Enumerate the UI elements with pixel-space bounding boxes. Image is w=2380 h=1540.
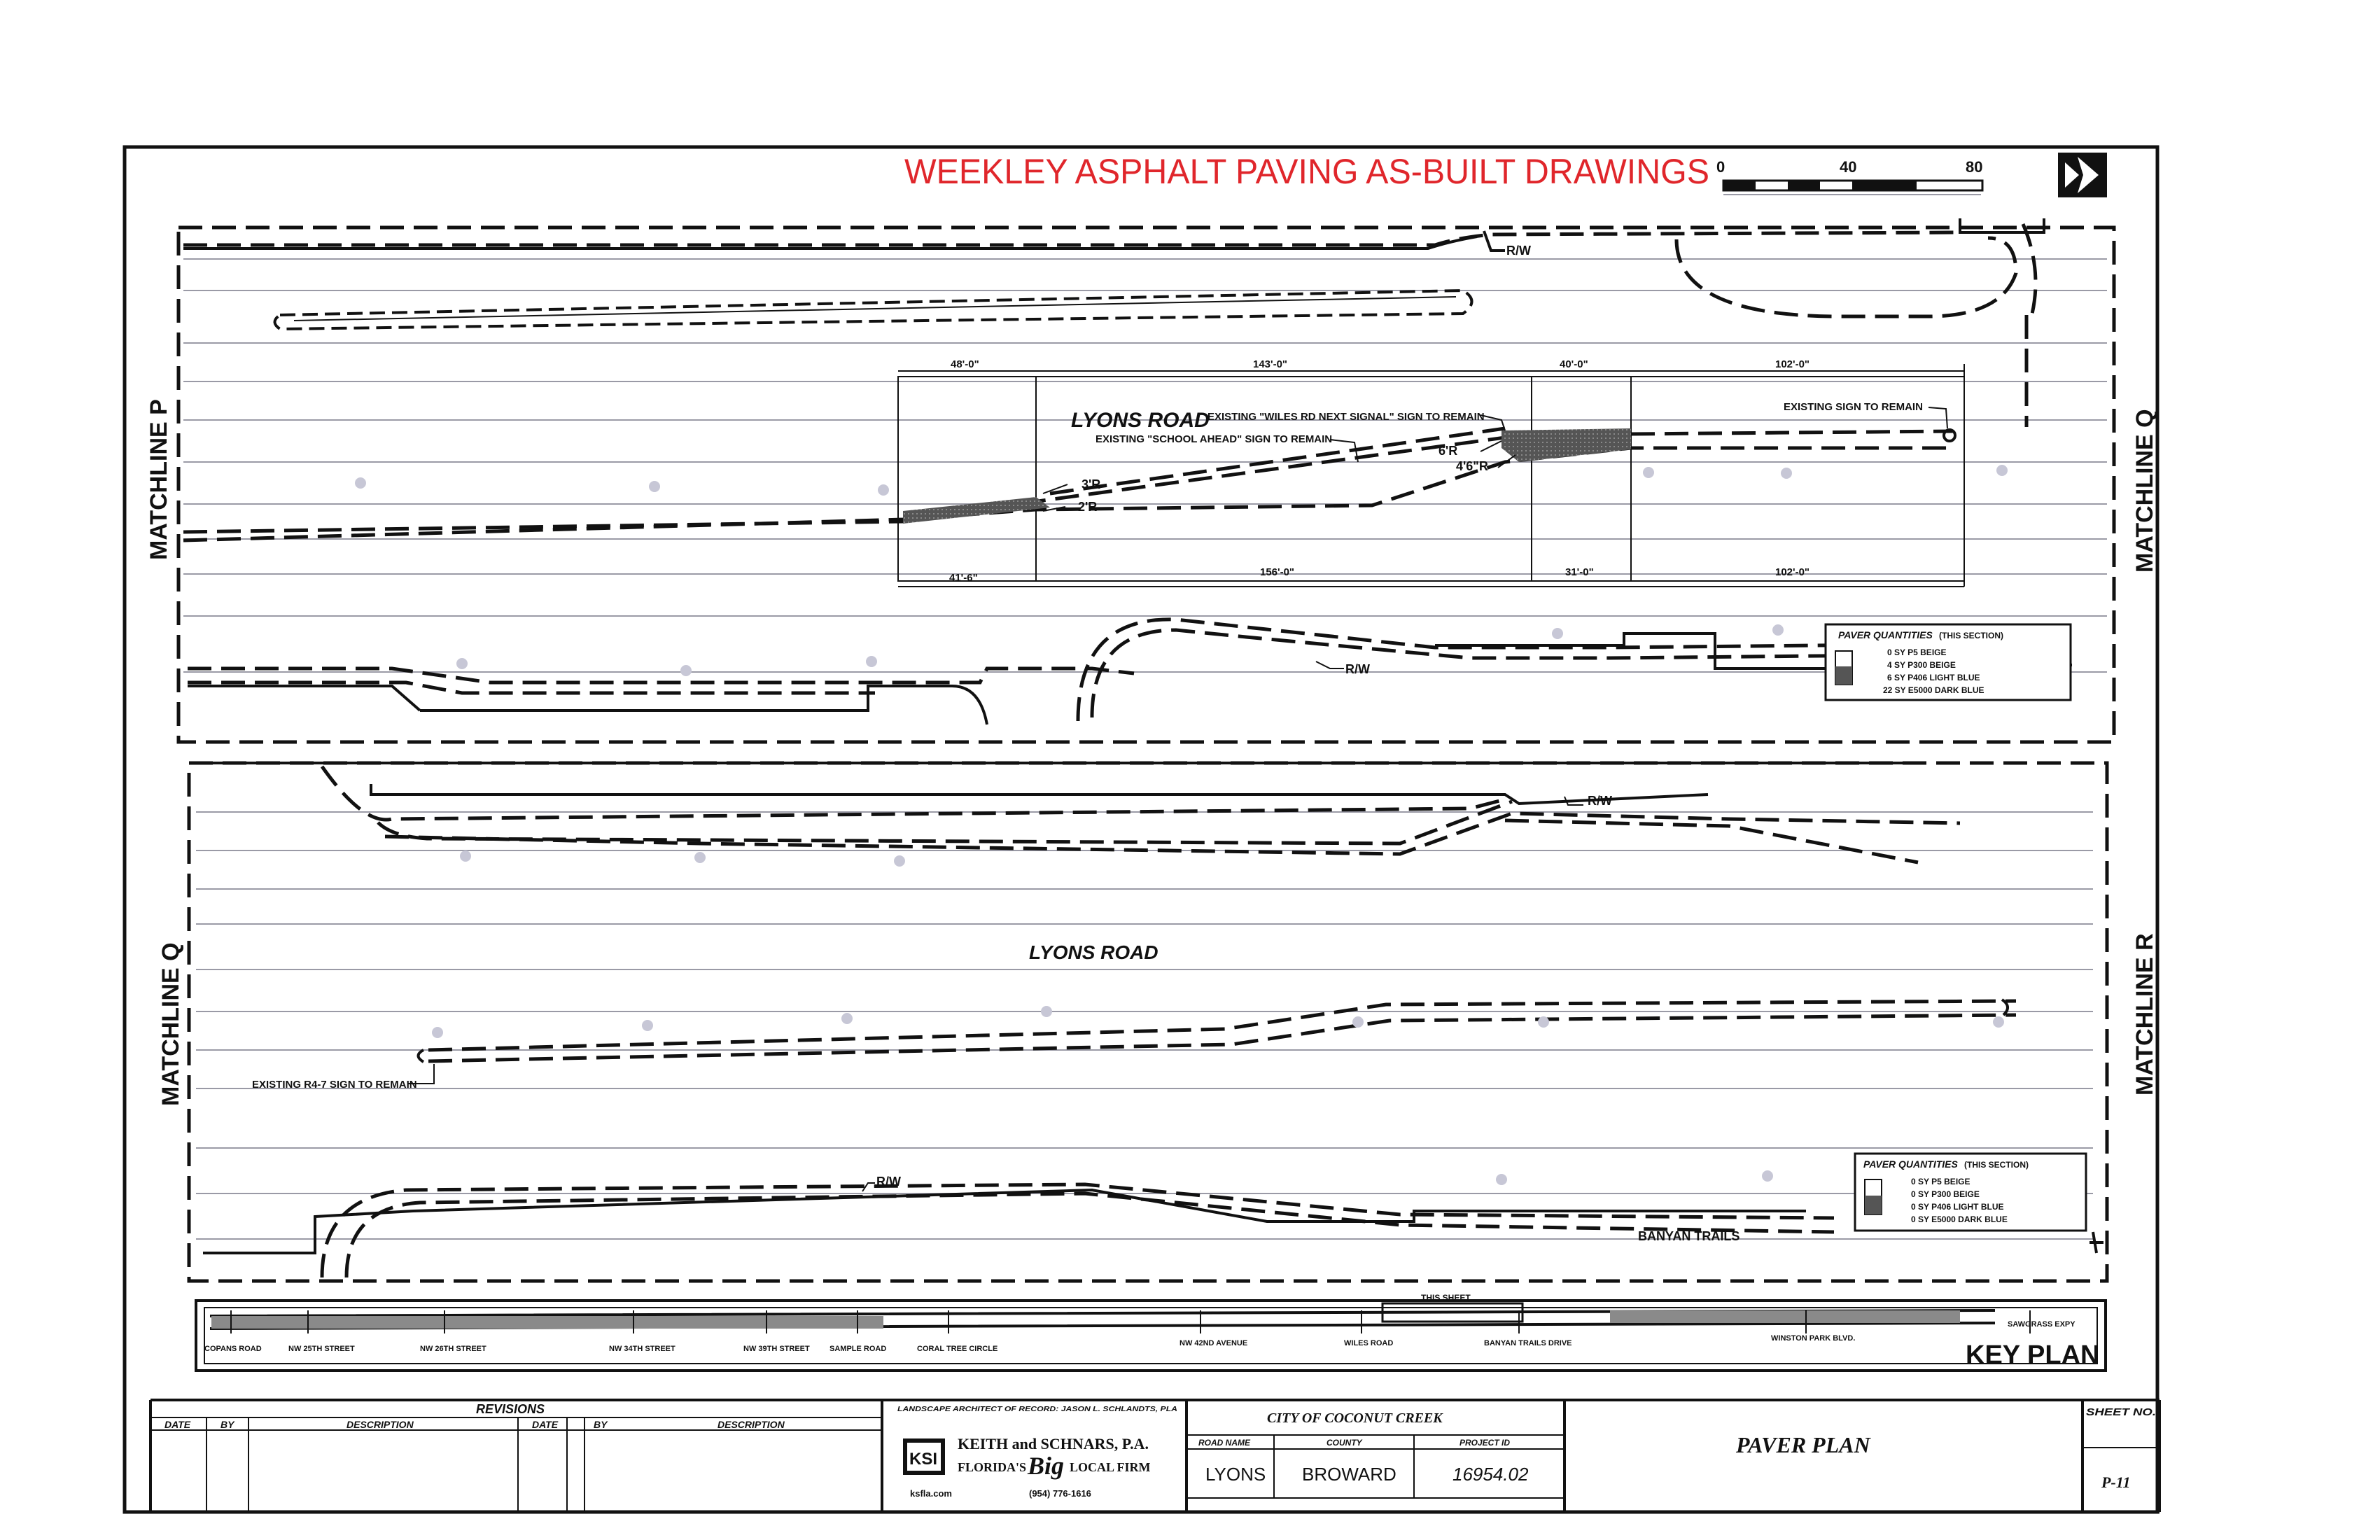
header-road-name: ROAD NAME [1198, 1438, 1251, 1448]
firm-phone: (954) 776-1616 [1029, 1488, 1091, 1499]
scale-max: 80 [1966, 158, 1982, 176]
radius-46r: 4'6"R [1456, 459, 1488, 473]
paver-quantities-top: PAVER QUANTITIES (THIS SECTION) 0 SY P5 … [1824, 623, 2072, 701]
matchline-p: MATCHLINE P [146, 399, 172, 560]
rw-label-south: R/W [1345, 662, 1370, 676]
revisions-title: REVISIONS [476, 1402, 545, 1416]
radius-2r: 2'R [1078, 500, 1097, 514]
quantities-row-3: 6 SY P406 LIGHT BLUE [1887, 673, 1980, 682]
title-block: REVISIONS DATE BY DESCRIPTION DATE BY DE… [149, 1399, 2161, 1513]
this-sheet-label: THIS SHEET [1421, 1293, 1471, 1303]
drawing-title: WEEKLEY ASPHALT PAVING AS-BUILT DRAWINGS [904, 152, 1709, 191]
quantities-row-1: 0 SY P5 BEIGE [1887, 648, 1947, 657]
scale-zero: 0 [1716, 158, 1725, 176]
street-1: COPANS ROAD [204, 1345, 262, 1353]
street-2: NW 25TH STREET [288, 1345, 355, 1353]
note-wiles: EXISTING "WILES RD NEXT SIGNAL" SIGN TO … [1208, 411, 1485, 423]
rev-header-date-1: DATE [164, 1419, 191, 1430]
paver-detail-box [897, 364, 1965, 587]
quantities-title-middle: PAVER QUANTITIES [1863, 1158, 1958, 1170]
dim-bottom-2: 156'-0" [1260, 566, 1294, 578]
key-plan-title: KEY PLAN [1966, 1340, 2099, 1370]
value-road-name: LYONS [1205, 1464, 1266, 1485]
street-11: WINSTON PARK BLVD. [1771, 1334, 1855, 1343]
street-6: SAMPLE ROAD [830, 1345, 886, 1353]
sheet-no-label: SHEET NO. [2086, 1406, 2156, 1418]
quantities-subtitle-middle: (THIS SECTION) [1964, 1160, 2029, 1170]
top-plan-section: R/W 48'-0" 143'-0" 40'-0" 102'-0" 41'-6"… [146, 218, 2158, 744]
dim-top-1: 48'-0" [951, 358, 979, 370]
note-r47: EXISTING R4-7 SIGN TO REMAIN [252, 1079, 417, 1091]
firm-logo-text: KSI [909, 1450, 937, 1469]
rev-header-by-1: BY [220, 1419, 235, 1430]
banyan-trails: BANYAN TRAILS [1638, 1229, 1740, 1243]
matchline-q-left: MATCHLINE Q [158, 942, 184, 1106]
firm-logo: KSI [903, 1438, 945, 1475]
quantities-middle-row-3: 0 SY P406 LIGHT BLUE [1911, 1202, 2004, 1212]
middle-plan-section: R/W LYONS ROAD EXISTING R4-7 SIGN TO REM… [158, 761, 2158, 1283]
rev-header-by-2: BY [594, 1419, 608, 1430]
sheet-number: P-11 [2101, 1474, 2131, 1491]
street-10: BANYAN TRAILS DRIVE [1484, 1339, 1572, 1348]
street-5: NW 39TH STREET [743, 1345, 810, 1353]
quantities-row-2: 4 SY P300 BEIGE [1887, 660, 1956, 670]
plan-title: PAVER PLAN [1735, 1432, 1872, 1457]
rev-header-desc-2: DESCRIPTION [718, 1419, 785, 1430]
architect-of-record: LANDSCAPE ARCHITECT OF RECORD: JASON L. … [897, 1406, 1177, 1413]
dim-top-4: 102'-0" [1775, 358, 1809, 370]
key-plan: THIS SHEET COPANS ROAD NW 25TH STREET NW… [195, 1293, 2107, 1372]
value-project-id: 16954.02 [1452, 1464, 1529, 1485]
firm-name: KEITH and SCHNARS, P.A. [958, 1435, 1149, 1452]
scale-bar: 0 40 80 [1716, 158, 1984, 195]
road-name-top: LYONS ROAD [1071, 409, 1210, 432]
quantities-subtitle-top: (THIS SECTION) [1939, 631, 2003, 640]
street-3: NW 26TH STREET [420, 1345, 486, 1353]
paver-fill-right [1502, 428, 1631, 462]
rw-label-top: R/W [1506, 244, 1531, 258]
dim-top-2: 143'-0" [1253, 358, 1287, 370]
paver-fill-left [903, 497, 1050, 524]
radius-3r: 3'R [1082, 477, 1100, 491]
quantities-middle-row-4: 0 SY E5000 DARK BLUE [1911, 1214, 2008, 1224]
matchline-q-right: MATCHLINE Q [2132, 409, 2158, 573]
street-4: NW 34TH STREET [609, 1345, 676, 1353]
note-school: EXISTING "SCHOOL AHEAD" SIGN TO REMAIN [1096, 433, 1332, 445]
scale-mid: 40 [1840, 158, 1856, 176]
quantities-row-4: 22 SY E5000 DARK BLUE [1883, 685, 1984, 695]
rw-label-middle-bottom: R/W [876, 1175, 901, 1189]
north-arrow-icon [2058, 153, 2107, 197]
street-12: SAWGRASS EXPY [2008, 1320, 2076, 1329]
header-project-id: PROJECT ID [1460, 1438, 1510, 1448]
street-9: WILES ROAD [1344, 1339, 1393, 1348]
quantities-title-top: PAVER QUANTITIES [1838, 629, 1933, 640]
paver-quantities-middle: PAVER QUANTITIES (THIS SECTION) 0 SY P5 … [1854, 1152, 2087, 1232]
firm-tagline-big: Big [1027, 1452, 1064, 1480]
radius-6r: 6'R [1438, 444, 1457, 458]
road-name-middle: LYONS ROAD [1029, 941, 1158, 963]
quantities-middle-row-2: 0 SY P300 BEIGE [1911, 1189, 1980, 1199]
rev-header-desc-1: DESCRIPTION [346, 1419, 414, 1430]
dim-bottom-1: 41'-6" [949, 572, 978, 584]
header-county: COUNTY [1326, 1438, 1363, 1448]
note-existing: EXISTING SIGN TO REMAIN [1784, 401, 1923, 413]
dim-bottom-4: 102'-0" [1775, 566, 1809, 578]
street-7: CORAL TREE CIRCLE [917, 1345, 997, 1353]
matchline-r: MATCHLINE R [2132, 933, 2158, 1096]
value-county: BROWARD [1302, 1464, 1396, 1485]
dim-top-3: 40'-0" [1560, 358, 1588, 370]
firm-tagline-2: LOCAL FIRM [1070, 1460, 1151, 1474]
street-8: NW 42ND AVENUE [1180, 1339, 1247, 1348]
rev-header-date-2: DATE [532, 1419, 559, 1430]
rw-label-middle-top: R/W [1588, 794, 1612, 808]
firm-tagline-1: FLORIDA'S [958, 1460, 1026, 1474]
firm-web: ksfla.com [910, 1488, 952, 1499]
quantities-middle-row-1: 0 SY P5 BEIGE [1911, 1177, 1970, 1186]
dim-bottom-3: 31'-0" [1565, 566, 1594, 578]
city-name: CITY OF COCONUT CREEK [1267, 1410, 1443, 1426]
